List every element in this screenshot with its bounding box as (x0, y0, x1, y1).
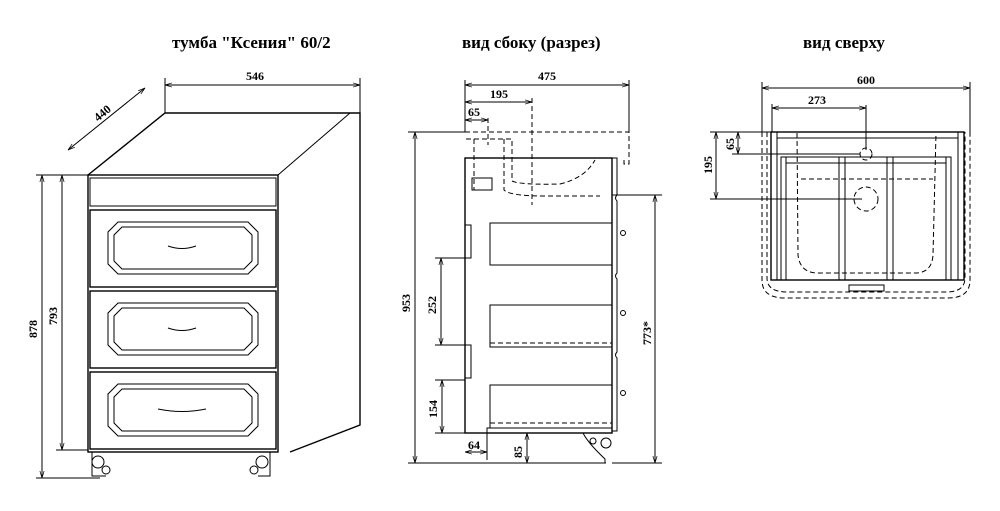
leg-right (249, 452, 271, 477)
leg-left (91, 452, 111, 477)
dim-side-height: 953 (399, 294, 413, 312)
dim-total-height: 878 (26, 320, 40, 338)
dim-install-height: 773* (640, 321, 654, 345)
dim-drain-offset: 195 (490, 87, 508, 101)
dim-body-height: 793 (46, 307, 60, 325)
side-leg (582, 432, 612, 463)
dim-small-offset: 65 (468, 105, 480, 119)
dim-tap-y: 65 (723, 138, 737, 150)
title-top-view: вид сверху (803, 33, 885, 52)
dim-foot-offset: 64 (468, 438, 480, 452)
dim-depth: 440 (91, 102, 114, 124)
dim-side-depth: 475 (538, 69, 556, 83)
side-view-cabinet (464, 98, 630, 463)
side-handles (620, 230, 626, 396)
dim-drain-y: 195 (701, 156, 715, 174)
top-dimensions: 600 273 195 65 (701, 73, 971, 200)
dim-drain-x: 273 (808, 93, 826, 107)
drawer-2 (89, 290, 277, 369)
front-view-cabinet (87, 112, 361, 477)
dim-top-width: 600 (857, 73, 875, 87)
title-front-view: тумба "Ксения" 60/2 (172, 33, 331, 52)
dim-foot-height: 85 (511, 446, 525, 458)
drawer-3 (89, 371, 277, 450)
drawer-1 (89, 209, 277, 288)
top-view-cabinet (761, 131, 971, 299)
dim-drawer-pitch: 252 (425, 296, 439, 314)
side-dimensions: 475 195 65 953 252 154 64 85 773* (399, 69, 662, 464)
title-side-view: вид сбоку (разрез) (462, 33, 601, 52)
dim-width: 546 (246, 69, 264, 83)
top-handle (848, 284, 885, 292)
dim-bottom-gap: 154 (426, 400, 440, 418)
